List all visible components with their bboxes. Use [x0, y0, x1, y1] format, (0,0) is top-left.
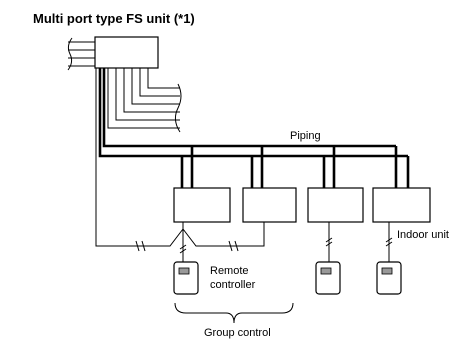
remote-controller-icon [173, 261, 199, 295]
inlet-lines [67, 37, 95, 71]
control-wiring [95, 68, 393, 262]
indoor-unit-icon [173, 187, 231, 223]
indoor-unit-label: Indoor unit [397, 229, 449, 241]
wiring-break-icon [385, 237, 393, 247]
wiring-break-icon [325, 237, 333, 247]
piping-label: Piping [290, 130, 321, 142]
indoor-unit-icon [307, 187, 364, 223]
indoor-unit-icon [372, 187, 431, 223]
wiring-break-icon [179, 244, 187, 254]
diagram-title: Multi port type FS unit (*1) [33, 11, 195, 26]
branch-pipes-bundle [107, 68, 182, 133]
wiring-break-icon [135, 240, 146, 252]
piping-drops [180, 146, 410, 188]
remote-controller-label-line1: Remote [210, 265, 249, 277]
brace-icon [174, 302, 294, 324]
group-control-label: Group control [204, 327, 271, 339]
wiring-break-icon [228, 240, 239, 252]
remote-controller-icon [315, 261, 341, 295]
remote-controller-icon [376, 261, 402, 295]
fs-unit-icon [94, 36, 159, 69]
indoor-unit-icon [242, 187, 297, 223]
remote-controller-label-line2: controller [210, 279, 256, 291]
main-piping [98, 68, 408, 158]
